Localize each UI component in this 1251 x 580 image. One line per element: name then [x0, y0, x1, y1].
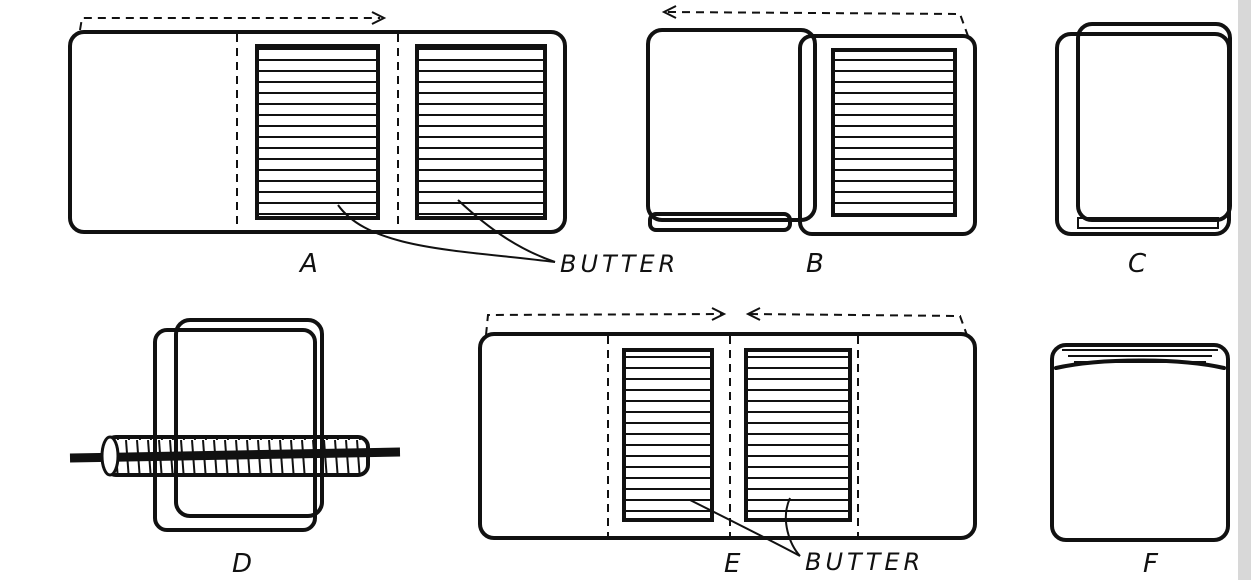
dough-sheet-e	[478, 332, 977, 540]
butter-label-top: BUTTER	[560, 250, 679, 278]
panel-d: D	[69, 318, 401, 579]
folded-dough-d	[174, 318, 324, 518]
label-d: D	[232, 549, 252, 579]
panel-f: F	[1050, 343, 1230, 579]
label-f: F	[1143, 549, 1159, 579]
folded-dough-f	[1050, 343, 1230, 542]
page-edge-shadow	[1238, 0, 1251, 580]
label-c: C	[1128, 249, 1147, 279]
butter-label-bottom: BUTTER	[805, 548, 924, 576]
butter-block-b	[831, 48, 957, 217]
butter-block-e2	[744, 348, 852, 522]
label-a: A	[298, 249, 318, 279]
butter-block-e1	[622, 348, 714, 522]
fold-arrow-a	[79, 17, 380, 31]
panel-e: E BUTTER	[478, 307, 977, 579]
panel-c: C	[1055, 22, 1232, 279]
fold-arrow-b	[667, 11, 969, 37]
fold-arrow-e-left	[485, 313, 723, 336]
rolling-pin	[104, 435, 370, 477]
panel-a: A BUTTER	[68, 11, 679, 279]
folded-dough-c	[1076, 22, 1232, 222]
butter-block-a1	[255, 44, 380, 220]
panel-b: B	[646, 5, 977, 279]
label-b: B	[806, 249, 824, 279]
dough-sheet-a	[68, 30, 567, 234]
label-e: E	[724, 549, 741, 579]
butter-block-a2	[415, 44, 547, 220]
folded-flap-b	[646, 28, 817, 222]
fold-arrow-e-right	[749, 313, 969, 339]
